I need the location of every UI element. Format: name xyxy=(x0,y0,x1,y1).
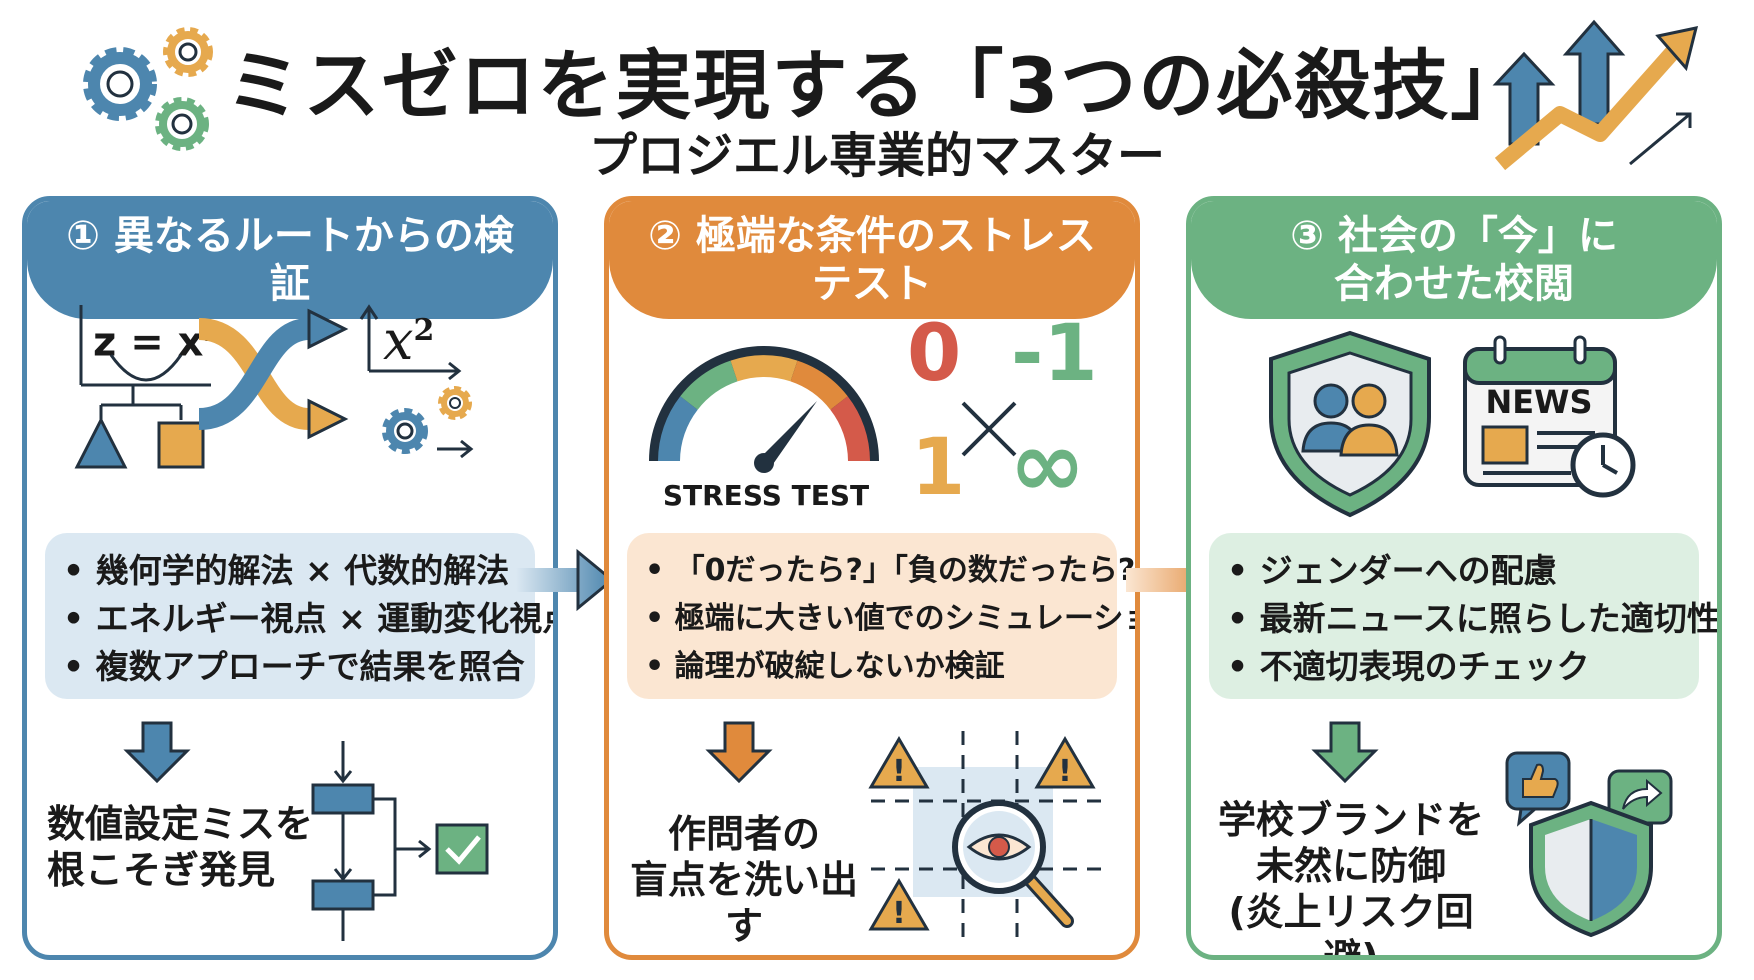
panel-heading: ② 極端な条件のストレステスト xyxy=(609,201,1135,319)
flowchart-icon xyxy=(311,741,489,941)
panel-heading: ① 異なるルートからの検証 xyxy=(27,201,553,319)
formula-right: x2 xyxy=(383,309,434,372)
svg-text:!: ! xyxy=(1058,754,1072,789)
brand-protection-icon xyxy=(1505,751,1673,938)
bullet-list: • 「0だったら?」「負の数だったら?」 • 極端に大きい値でのシミュレーション… xyxy=(627,533,1140,699)
growth-arrows-icon xyxy=(1492,19,1699,171)
bullet-list: • 幾何学的解法 × 代数的解法 • エネルギー視点 × 運動変化視点 • 複数… xyxy=(45,533,558,699)
page-title: ミスゼロを実現する「3つの必殺技」 xyxy=(225,41,1529,130)
result-text: 作問者の 盲点を洗い出す xyxy=(629,812,858,948)
bullet-item: • エネルギー視点 × 運動変化視点 xyxy=(63,599,558,638)
news-calendar-icon xyxy=(1463,335,1636,498)
page-subtitle: プロジエル専業的マスター xyxy=(588,128,1165,184)
value-negative-one: -1 xyxy=(1011,309,1098,399)
gears-icon xyxy=(83,27,213,151)
value-zero: 0 xyxy=(907,309,962,399)
bullet-item: • 極端に大きい値でのシミュレーション xyxy=(645,601,1140,636)
value-one: 1 xyxy=(911,423,966,513)
geometry-diagram-icon xyxy=(74,305,211,469)
bullet-item: • 複数アプローチで結果を照合 xyxy=(63,647,525,686)
warning-icon: ! xyxy=(868,736,930,789)
panel-heading: ③ 社会の「今」に 合わせた校閲 xyxy=(1191,201,1717,319)
bullet-item: • 論理が破綻しないか検証 xyxy=(645,649,1005,684)
warning-icon: ! xyxy=(868,878,930,931)
swap-arrows-icon xyxy=(198,308,349,440)
svg-text:!: ! xyxy=(892,754,906,789)
panel-route-verification: ① 異なるルートからの検証 z = x2 x2 xyxy=(22,196,558,960)
result-text: 数値設定ミスを 根こそぎ発見 xyxy=(47,802,314,892)
down-arrow-icon xyxy=(123,721,191,784)
bullet-item: • 「0だったら?」「負の数だったら?」 xyxy=(645,553,1140,588)
blind-spot-icon: ! ! ! xyxy=(868,731,1101,941)
warning-icon: ! xyxy=(1034,736,1096,789)
panel-social-review: ③ 社会の「今」に 合わせた校閲 NEWS • ジェンダーへの配慮 • 最新ニュ… xyxy=(1186,196,1722,960)
right-arrow-icon xyxy=(516,548,615,612)
down-arrow-icon xyxy=(1311,721,1379,784)
bullet-item: • 幾何学的解法 × 代数的解法 xyxy=(63,551,510,590)
bullet-item: • 最新ニュースに照らした適切性 xyxy=(1227,599,1720,638)
formula-right-text: x xyxy=(383,309,414,372)
panel-heading-text: ③ 社会の「今」に 合わせた校閲 xyxy=(1290,213,1618,307)
gauge-icon xyxy=(649,346,879,473)
svg-text:!: ! xyxy=(892,896,906,931)
formula-right-exponent: 2 xyxy=(413,313,435,348)
news-label: NEWS xyxy=(1485,383,1593,421)
value-infinity: ∞ xyxy=(1009,411,1086,518)
down-arrow-icon xyxy=(705,721,773,784)
axes-gears-icon xyxy=(359,304,474,459)
gauge-label: STRESS TEST xyxy=(662,479,870,512)
panel-heading-text: ① 異なるルートからの検証 xyxy=(66,213,514,307)
like-icon xyxy=(1505,751,1571,827)
bullet-item: • ジェンダーへの配慮 xyxy=(1227,551,1557,590)
result-text: 学校ブランドを 未然に防御 (炎上リスク回避) xyxy=(1217,798,1484,960)
magnifier-icon xyxy=(952,800,1074,928)
panel-stress-test: ② 極端な条件のストレステスト STRESS TEST 0 -1 1 ∞ • 「… xyxy=(604,196,1140,960)
bullet-item: • 不適切表現のチェック xyxy=(1227,647,1590,686)
multiply-icon xyxy=(961,401,1017,457)
panel-heading-text: ② 極端な条件のストレステスト xyxy=(648,213,1096,307)
bullet-list: • ジェンダーへの配慮 • 最新ニュースに照らした適切性 • 不適切表現のチェッ… xyxy=(1209,533,1720,699)
shield-people-icon xyxy=(1269,330,1431,518)
